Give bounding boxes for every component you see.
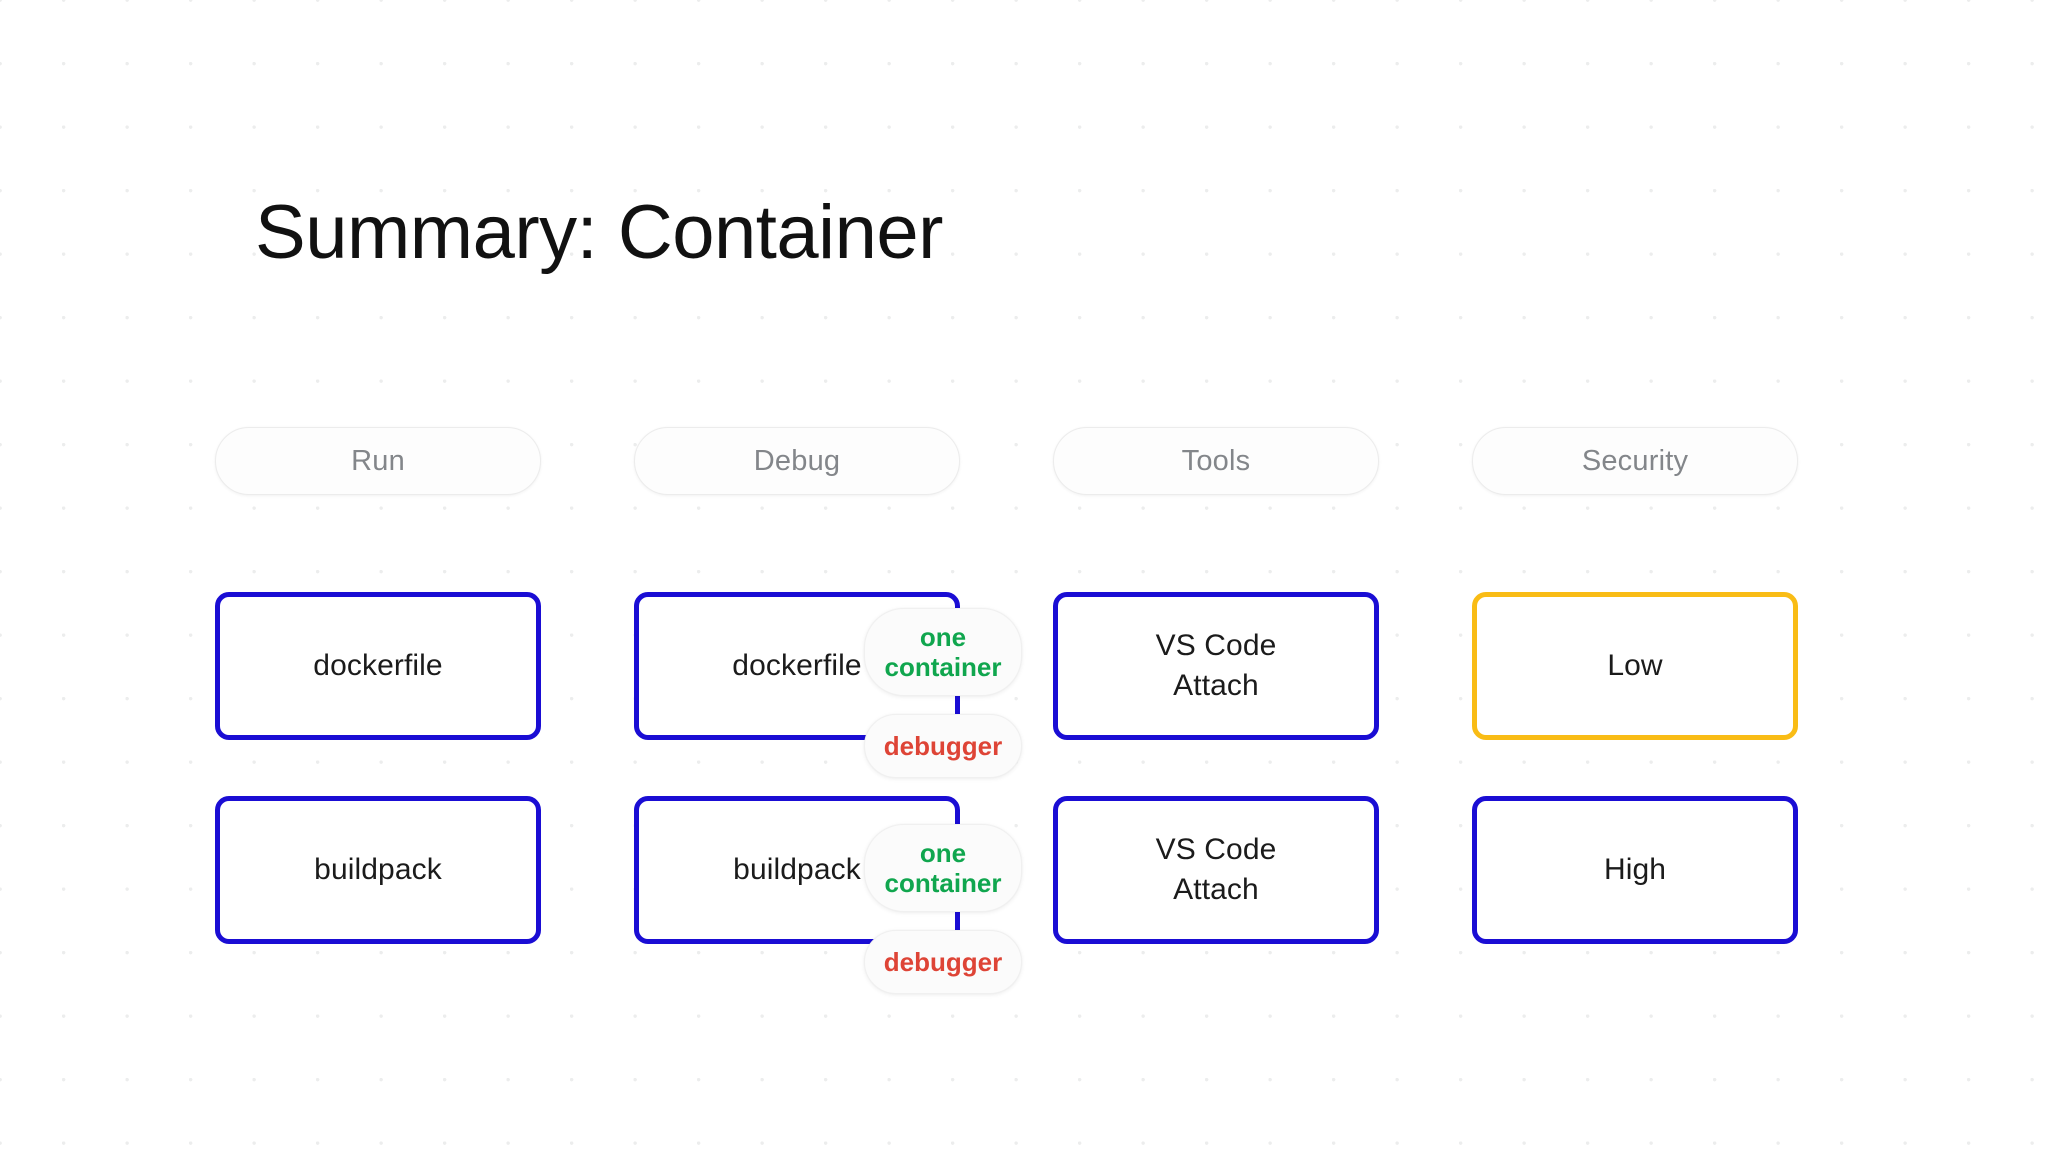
card-security-low-label: Low — [1607, 649, 1663, 682]
grid-cell-debug-buildpack: buildpack one container debugger — [634, 796, 1022, 994]
column-pill-debug-label: Debug — [753, 444, 841, 477]
column-pill-debug[interactable]: Debug — [634, 427, 960, 495]
chip-one-container-buildpack-line1: one — [919, 838, 967, 868]
card-run-buildpack[interactable]: buildpack — [215, 796, 541, 944]
card-tools-line2-buildpack: Attach — [1173, 873, 1259, 906]
card-tools-vscode-attach-dockerfile[interactable]: VS Code Attach — [1053, 592, 1379, 740]
column-pill-run-label: Run — [351, 444, 405, 477]
grid-cell-tools-buildpack: VS Code Attach — [1053, 796, 1379, 944]
column-pill-tools[interactable]: Tools — [1053, 427, 1379, 495]
chip-one-container-buildpack[interactable]: one container — [864, 824, 1022, 912]
card-debug-buildpack-label: buildpack — [733, 853, 861, 886]
column-header-row: Run Debug Tools Security — [215, 427, 1835, 495]
grid-cell-run-buildpack: buildpack — [215, 796, 541, 944]
column-pill-security-label: Security — [1581, 444, 1689, 477]
chip-one-container-dockerfile-line2: container — [884, 652, 1002, 682]
chip-debugger-dockerfile-label: debugger — [883, 731, 1003, 761]
card-grid: dockerfile dockerfile one container debu… — [215, 592, 1865, 994]
grid-cell-run-dockerfile: dockerfile — [215, 592, 541, 740]
chip-debugger-dockerfile[interactable]: debugger — [864, 714, 1022, 778]
column-pill-tools-label: Tools — [1181, 444, 1251, 477]
column-pill-run[interactable]: Run — [215, 427, 541, 495]
chip-debugger-buildpack[interactable]: debugger — [864, 930, 1022, 994]
chip-one-container-dockerfile-line1: one — [919, 622, 967, 652]
card-run-dockerfile[interactable]: dockerfile — [215, 592, 541, 740]
card-tools-vscode-attach-buildpack[interactable]: VS Code Attach — [1053, 796, 1379, 944]
card-tools-line1-buildpack: VS Code — [1155, 833, 1277, 866]
card-security-high[interactable]: High — [1472, 796, 1798, 944]
card-security-high-label: High — [1603, 853, 1667, 886]
grid-cell-tools-dockerfile: VS Code Attach — [1053, 592, 1379, 740]
card-run-buildpack-label: buildpack — [314, 853, 442, 886]
card-security-low[interactable]: Low — [1472, 592, 1798, 740]
card-debug-dockerfile-label: dockerfile — [732, 649, 862, 682]
chip-one-container-dockerfile[interactable]: one container — [864, 608, 1022, 696]
chip-one-container-buildpack-line2: container — [884, 868, 1002, 898]
column-pill-security[interactable]: Security — [1472, 427, 1798, 495]
card-run-dockerfile-label: dockerfile — [313, 649, 443, 682]
grid-cell-security-dockerfile: Low — [1472, 592, 1798, 740]
card-tools-line1-dockerfile: VS Code — [1155, 629, 1277, 662]
card-tools-line2-dockerfile: Attach — [1173, 669, 1259, 702]
page-title: Summary: Container — [255, 190, 943, 275]
grid-cell-security-buildpack: High — [1472, 796, 1798, 944]
chip-debugger-buildpack-label: debugger — [883, 947, 1003, 977]
grid-cell-debug-dockerfile: dockerfile one container debugger — [634, 592, 1022, 778]
